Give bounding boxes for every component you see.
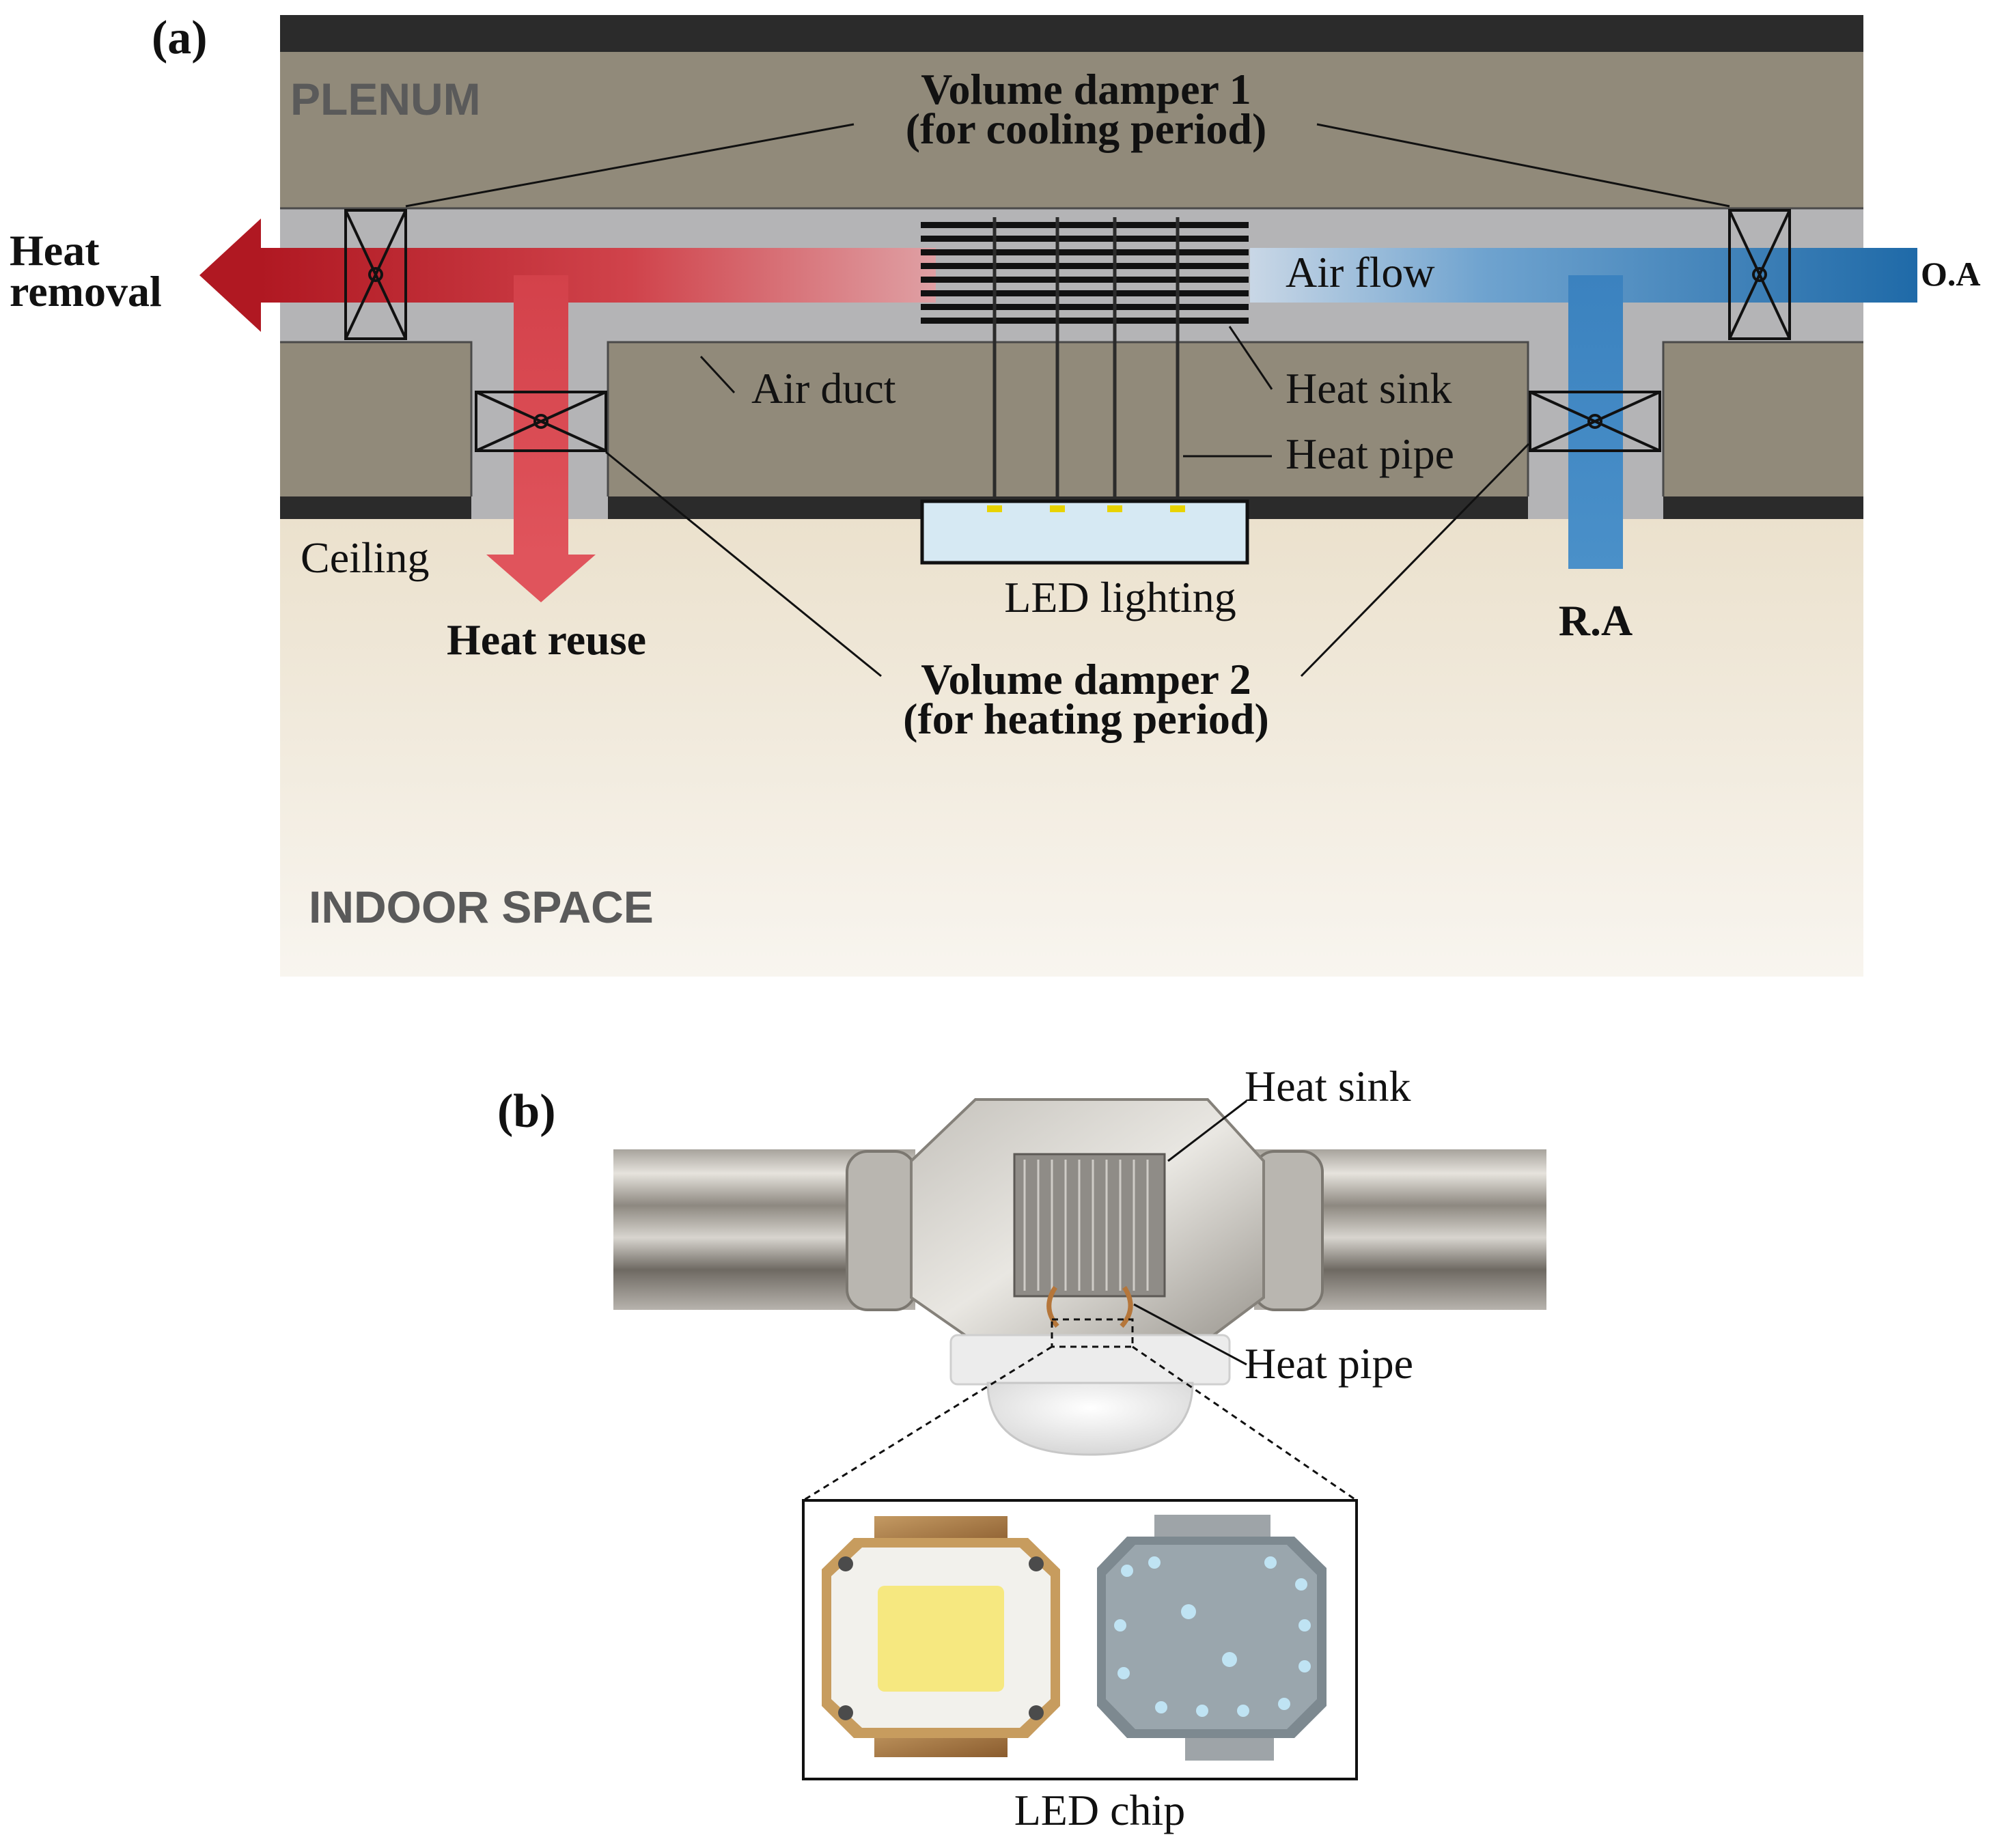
heat-pipe-label-a: Heat pipe — [1286, 430, 1454, 478]
volume-damper-1-title: Volume damper 1 — [921, 65, 1251, 113]
heat-pipes-photo — [1046, 1286, 1133, 1328]
return-air-label: R.A — [1559, 596, 1633, 645]
indoor-space-label: INDOOR SPACE — [309, 882, 654, 932]
air-flow-label: Air flow — [1286, 248, 1435, 296]
panel-a-label: (a) — [152, 12, 208, 64]
led-chip-label: LED chip — [1014, 1786, 1186, 1834]
volume-damper-2-title: Volume damper 2 — [921, 655, 1251, 703]
panel-b-label: (b) — [497, 1085, 556, 1138]
heat-removal-label-line1: Heat — [10, 226, 100, 275]
leader-lines-a — [405, 123, 1730, 677]
volume-damper-1-right — [1728, 209, 1791, 340]
lamp-dome — [986, 1382, 1194, 1456]
volume-damper-1-left — [344, 209, 407, 340]
fin-lines — [1023, 1160, 1149, 1291]
zoom-lines — [803, 1345, 1357, 1502]
led-lighting-label: LED lighting — [1004, 573, 1236, 621]
heat-sink-label-a: Heat sink — [1286, 364, 1452, 412]
ceiling-label: Ceiling — [301, 533, 429, 582]
duct-photo — [613, 1098, 1546, 1456]
heat-sink-fins — [921, 222, 1249, 324]
roof-slab — [280, 15, 1863, 52]
heat-reuse-label: Heat reuse — [447, 615, 646, 664]
plenum-label: PLENUM — [290, 74, 481, 124]
heat-pipe-label-b: Heat pipe — [1245, 1339, 1413, 1388]
volume-damper-1-subtitle: (for cooling period) — [906, 104, 1267, 153]
outdoor-air-label: O.A — [1921, 255, 1981, 293]
panel-a: (a) PLENUM INDOOR SPACE Volume damper 1 … — [10, 12, 1981, 977]
heat-reuse-arrow — [486, 275, 596, 602]
heat-sink-fins-photo — [1013, 1153, 1166, 1298]
volume-damper-2-left — [475, 391, 607, 452]
panel-b: (b) — [497, 1062, 1546, 1834]
led-chip-back-photo — [1097, 1515, 1327, 1761]
heat-removal-arrow — [199, 219, 936, 332]
led-chip-zoom-box — [1051, 1318, 1134, 1348]
led-chip-front-photo — [822, 1516, 1060, 1757]
plenum-blocks — [280, 342, 1863, 496]
heat-sink-label-b: Heat sink — [1245, 1062, 1411, 1110]
heat-removal-label-line2: removal — [10, 267, 162, 316]
led-lighting-fixture — [920, 499, 1249, 565]
air-duct-label: Air duct — [751, 364, 896, 412]
duct-collar-left — [846, 1150, 917, 1311]
duct-outline — [280, 207, 1863, 496]
volume-damper-2-right — [1529, 391, 1661, 452]
lamp-base — [949, 1334, 1231, 1386]
leader-lines-b — [1133, 1100, 1247, 1366]
volume-damper-2-subtitle: (for heating period) — [903, 695, 1269, 743]
led-chip-phosphor — [878, 1586, 1004, 1692]
led-chip-back-pads — [1114, 1556, 1311, 1717]
